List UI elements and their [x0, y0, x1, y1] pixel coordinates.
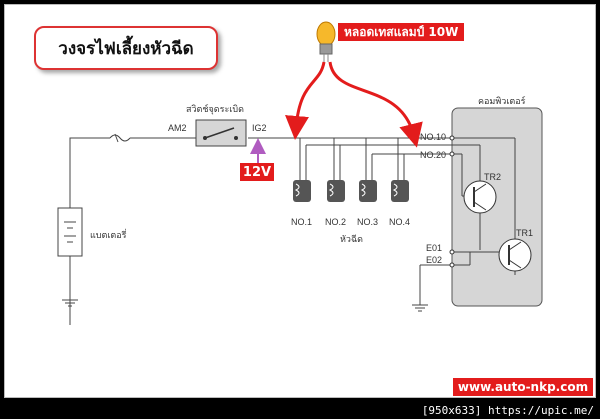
diagram-title: วงจรไฟเลี้ยงหัวฉีด	[34, 26, 218, 70]
no10-label: NO.10	[420, 132, 446, 142]
transistor-wiring	[452, 137, 516, 275]
battery-ground-icon	[62, 299, 78, 307]
test-lamp-label: หลอดเทสแลมป์ 10W	[338, 23, 465, 41]
injector-no1-icon	[293, 180, 311, 202]
no20-label: NO.20	[420, 150, 446, 160]
image-host-footer: [950x633] https://upic.me/	[421, 404, 594, 417]
e02-label: E02	[426, 255, 442, 265]
battery-label: แบตเตอรี่	[90, 228, 127, 240]
injector-group-label: หัวฉีด	[340, 234, 363, 244]
test-lamp-icon	[316, 21, 336, 62]
computer-label: คอมพิวเตอร์	[478, 95, 526, 106]
am2-label: AM2	[168, 123, 187, 133]
tr2-label: TR2	[484, 172, 501, 182]
website-link[interactable]: www.auto-nkp.com	[453, 378, 593, 396]
transistor-tr1-icon	[498, 238, 532, 272]
transistor-tr2-icon	[463, 180, 497, 214]
computer-pins	[449, 135, 455, 268]
voltage-badge: 12V	[240, 163, 274, 181]
injector-no3-label: NO.3	[357, 217, 378, 227]
ignition-switch-label: สวิตช์จุดระเบิด	[186, 103, 244, 115]
injector-no4-label: NO.4	[389, 217, 410, 227]
computer-ground-icon	[412, 264, 452, 312]
tr1-label: TR1	[516, 228, 533, 238]
battery-symbol	[57, 207, 83, 300]
injector-wiring	[299, 138, 452, 180]
injector-no3-icon	[359, 180, 377, 202]
e01-label: E01	[426, 243, 442, 253]
injector-no2-label: NO.2	[325, 217, 346, 227]
injector-no2-icon	[327, 180, 345, 202]
injector-no4-icon	[391, 180, 409, 202]
test-lead-right	[328, 61, 423, 148]
ig2-label: IG2	[252, 123, 267, 133]
injector-no1-label: NO.1	[291, 217, 312, 227]
ignition-switch-symbol	[195, 119, 247, 147]
test-lead-left	[285, 61, 326, 140]
